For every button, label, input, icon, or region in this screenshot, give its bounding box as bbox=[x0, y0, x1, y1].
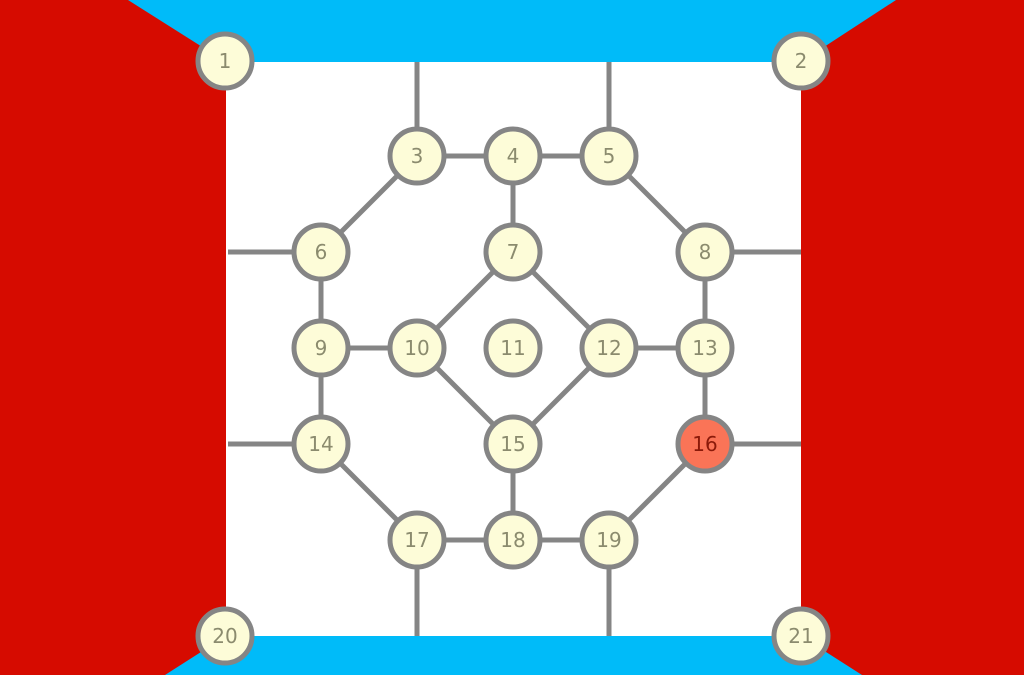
node-label: 3 bbox=[411, 144, 424, 168]
node-circle[interactable] bbox=[387, 318, 447, 378]
node-10[interactable]: 10 bbox=[387, 318, 447, 378]
node-label: 4 bbox=[507, 144, 520, 168]
node-label: 6 bbox=[315, 240, 328, 264]
left-red-zone bbox=[0, 0, 226, 675]
node-label: 13 bbox=[692, 336, 717, 360]
node-2[interactable]: 2 bbox=[771, 31, 831, 91]
node-circle[interactable] bbox=[483, 414, 543, 474]
node-label: 17 bbox=[404, 528, 429, 552]
node-7[interactable]: 7 bbox=[483, 222, 543, 282]
node-9[interactable]: 9 bbox=[291, 318, 351, 378]
node-21[interactable]: 21 bbox=[771, 606, 831, 666]
node-label: 12 bbox=[596, 336, 621, 360]
node-label: 2 bbox=[795, 49, 808, 73]
node-circle[interactable] bbox=[771, 31, 831, 91]
node-label: 21 bbox=[788, 624, 813, 648]
node-11[interactable]: 11 bbox=[483, 318, 543, 378]
node-circle[interactable] bbox=[579, 318, 639, 378]
node-circle[interactable] bbox=[483, 318, 543, 378]
node-circle[interactable] bbox=[675, 318, 735, 378]
bottom-blue-band bbox=[0, 636, 1024, 675]
node-circle[interactable] bbox=[195, 31, 255, 91]
node-18[interactable]: 18 bbox=[483, 510, 543, 570]
node-label: 18 bbox=[500, 528, 525, 552]
node-label: 8 bbox=[699, 240, 712, 264]
node-label: 15 bbox=[500, 432, 525, 456]
node-label: 5 bbox=[603, 144, 616, 168]
node-circle[interactable] bbox=[483, 126, 543, 186]
node-16[interactable]: 16 bbox=[675, 414, 735, 474]
node-8[interactable]: 8 bbox=[675, 222, 735, 282]
node-label: 20 bbox=[212, 624, 237, 648]
node-circle[interactable] bbox=[483, 510, 543, 570]
node-label: 16 bbox=[692, 432, 717, 456]
node-label: 11 bbox=[500, 336, 525, 360]
node-circle[interactable] bbox=[387, 126, 447, 186]
node-circle[interactable] bbox=[291, 222, 351, 282]
node-label: 1 bbox=[219, 49, 232, 73]
node-circle[interactable] bbox=[195, 606, 255, 666]
node-13[interactable]: 13 bbox=[675, 318, 735, 378]
right-red-zone bbox=[801, 0, 1024, 675]
node-17[interactable]: 17 bbox=[387, 510, 447, 570]
node-label: 10 bbox=[404, 336, 429, 360]
node-3[interactable]: 3 bbox=[387, 126, 447, 186]
node-circle[interactable] bbox=[291, 414, 351, 474]
top-blue-band bbox=[0, 0, 1024, 62]
node-circle[interactable] bbox=[483, 222, 543, 282]
node-label: 7 bbox=[507, 240, 520, 264]
node-14[interactable]: 14 bbox=[291, 414, 351, 474]
selected-node-circle[interactable] bbox=[675, 414, 735, 474]
node-4[interactable]: 4 bbox=[483, 126, 543, 186]
node-label: 14 bbox=[308, 432, 333, 456]
node-circle[interactable] bbox=[387, 510, 447, 570]
node-circle[interactable] bbox=[675, 222, 735, 282]
node-19[interactable]: 19 bbox=[579, 510, 639, 570]
node-5[interactable]: 5 bbox=[579, 126, 639, 186]
node-15[interactable]: 15 bbox=[483, 414, 543, 474]
node-circle[interactable] bbox=[771, 606, 831, 666]
node-circle[interactable] bbox=[291, 318, 351, 378]
node-12[interactable]: 12 bbox=[579, 318, 639, 378]
node-label: 9 bbox=[315, 336, 328, 360]
node-20[interactable]: 20 bbox=[195, 606, 255, 666]
node-6[interactable]: 6 bbox=[291, 222, 351, 282]
node-circle[interactable] bbox=[579, 126, 639, 186]
node-1[interactable]: 1 bbox=[195, 31, 255, 91]
node-label: 19 bbox=[596, 528, 621, 552]
node-circle[interactable] bbox=[579, 510, 639, 570]
